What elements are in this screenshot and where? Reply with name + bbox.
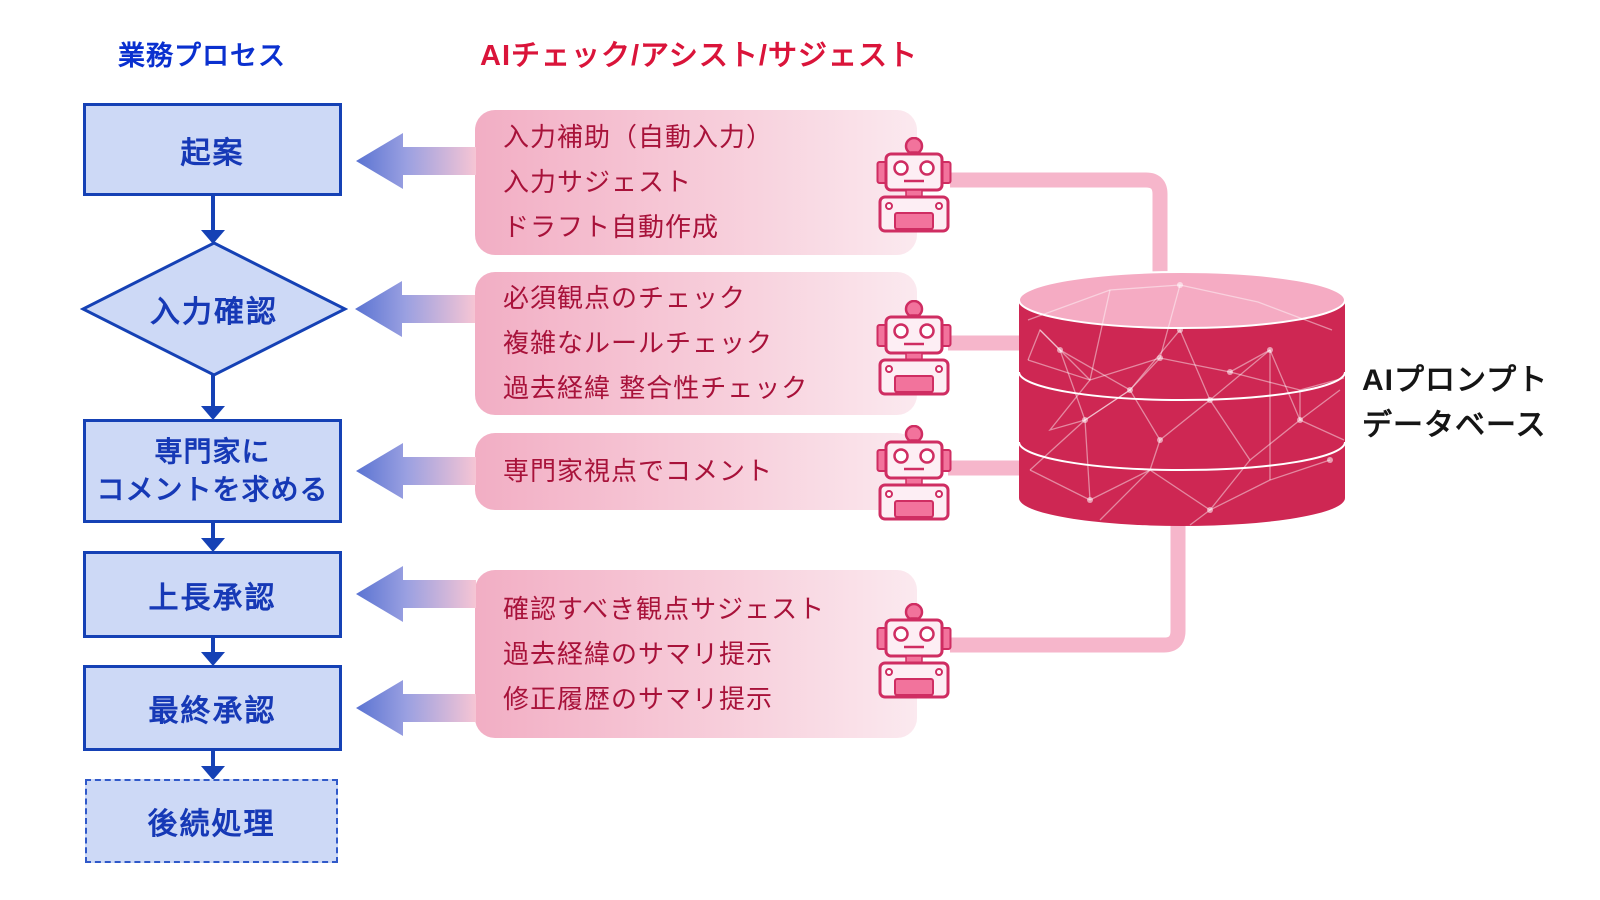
flow-step-label: 上長承認	[148, 581, 277, 615]
flow-step-label: 最終承認	[148, 695, 277, 728]
flow-arrow-head	[201, 230, 225, 244]
flow-step-label: コメントを求める	[96, 474, 329, 505]
flow-arrow-head	[201, 766, 225, 780]
ai-assist-box-1: 入力補助（自動入力） 入力サジェスト ドラフト自動作成	[475, 110, 917, 255]
ai-assist-box-3: 専門家視点でコメント	[475, 433, 917, 510]
assist-arrow-5	[356, 680, 476, 736]
ai-assist-text: 専門家視点でコメント	[503, 456, 774, 486]
flow-arrow-head	[201, 652, 225, 666]
assist-arrow-2	[355, 281, 475, 337]
assist-arrow-3	[356, 443, 476, 499]
database-label-line: AIプロンプト	[1362, 364, 1549, 397]
robot-icon	[876, 603, 952, 699]
flow-arrow-line	[211, 751, 215, 768]
flow-step-kian: 起案	[83, 103, 342, 196]
flow-arrow-line	[211, 196, 215, 232]
database-label-line: データベース	[1362, 409, 1547, 442]
ai-assist-box-4: 確認すべき観点サジェスト 過去経緯のサマリ提示 修正履歴のサマリ提示	[475, 570, 917, 738]
flow-arrow-line	[211, 375, 215, 408]
process-column-header: 業務プロセス	[118, 41, 286, 71]
ai-assist-text: 過去経緯 整合性チェック	[503, 373, 809, 403]
ai-assist-text: 入力サジェスト	[503, 167, 693, 197]
ai-assist-text: 必須観点のチェック	[503, 283, 747, 313]
flow-step-label: 専門家に	[154, 436, 271, 467]
flow-step-label: 後続処理	[147, 808, 276, 841]
flow-arrow-line	[211, 523, 215, 540]
ai-assist-text: 過去経緯のサマリ提示	[503, 638, 774, 669]
ai-assist-text: ドラフト自動作成	[503, 212, 720, 242]
flow-step-decision-shape	[80, 241, 348, 377]
robot-icon	[876, 425, 952, 521]
flow-step-senmonka: 専門家に コメントを求める	[83, 419, 342, 523]
assist-arrow-4	[356, 566, 476, 622]
database-label: AIプロンプト データベース	[1362, 358, 1548, 448]
flow-arrow-head	[201, 406, 225, 420]
ai-assist-text: 複雑なルールチェック	[503, 328, 774, 358]
ai-assist-text: 確認すべき観点サジェスト	[503, 593, 826, 624]
ai-assist-box-2: 必須観点のチェック 複雑なルールチェック 過去経緯 整合性チェック	[475, 272, 917, 415]
ai-assist-text: 入力補助（自動入力）	[503, 122, 774, 152]
assist-arrow-1	[356, 133, 476, 189]
flow-step-kozoku-shori: 後続処理	[85, 779, 338, 863]
flow-arrow-line	[211, 638, 215, 654]
flow-step-label: 入力確認	[150, 296, 278, 329]
ai-assist-text: 修正履歴のサマリ提示	[503, 683, 774, 714]
flow-step-jocho-shonin: 上長承認	[83, 551, 342, 638]
ai-column-header: AIチェック/アシスト/サジェスト	[480, 40, 918, 72]
flow-step-nyuryoku-kakunin: 入力確認	[80, 241, 348, 377]
robot-icon	[876, 137, 952, 233]
robot-icon	[876, 300, 952, 396]
flow-step-saishu-shonin: 最終承認	[83, 665, 342, 751]
flow-arrow-head	[201, 538, 225, 552]
flow-step-label: 起案	[180, 136, 245, 170]
